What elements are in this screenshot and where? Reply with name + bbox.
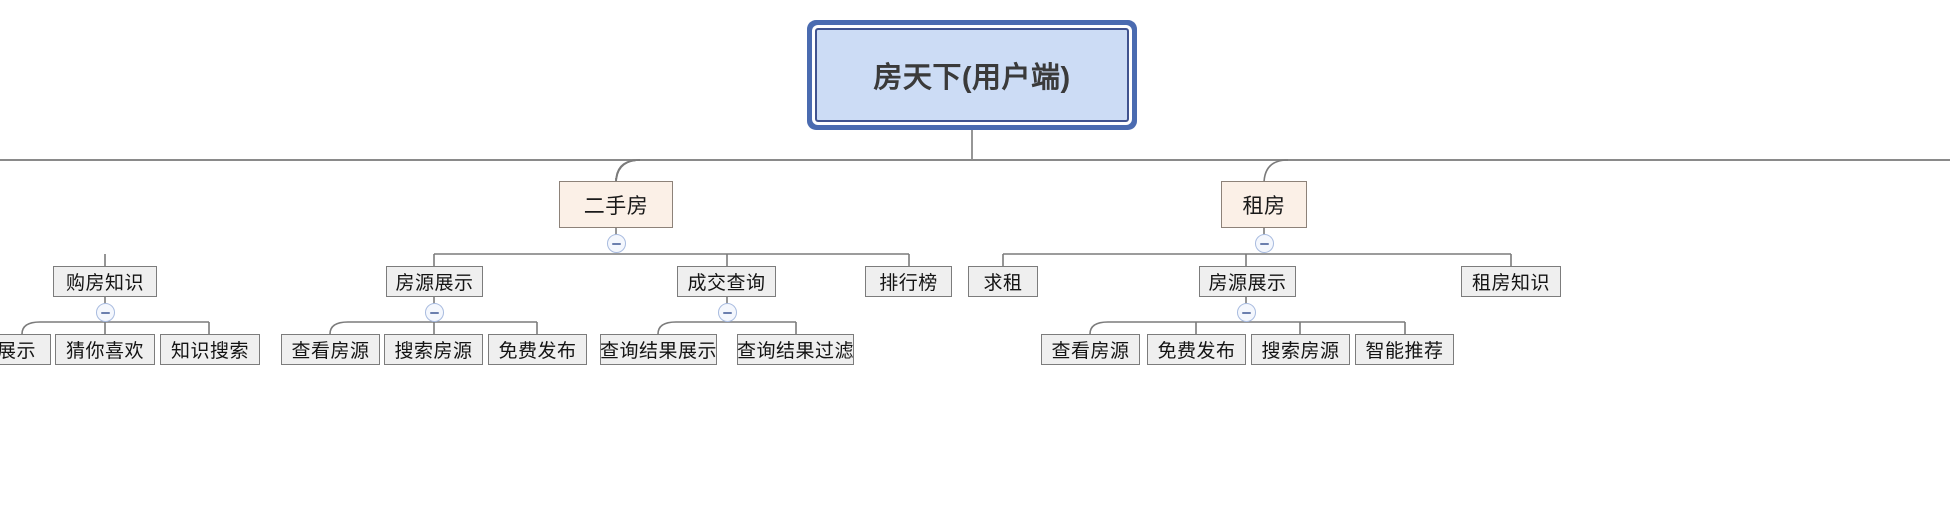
root-node-label: 房天下(用户端) [873, 62, 1071, 94]
node-ershoufang-label: 二手房 [583, 194, 649, 218]
leaf-node-cainixihuan[interactable]: 猜你喜欢 [55, 334, 155, 365]
collapse-toggle-goufangzhishi[interactable] [96, 303, 115, 322]
leaf-node-mianfeifabu-zf[interactable]: 免费发布 [1147, 334, 1246, 365]
node-goufangzhishi-label: 购房知识 [65, 273, 144, 294]
leaf-node-sousuofangyuan-zf-label: 搜索房源 [1261, 341, 1340, 362]
node-paihangbang-label: 排行榜 [879, 273, 938, 294]
minus-icon [430, 311, 439, 314]
node-ershoufang[interactable]: 二手房 [559, 181, 673, 228]
leaf-node-zhishisousuo[interactable]: 知识搜索 [160, 334, 260, 365]
leaf-node-chakanfangyuan-esf[interactable]: 查看房源 [281, 334, 380, 365]
leaf-node-zhishisousuo-label: 知识搜索 [170, 341, 249, 362]
node-zufang[interactable]: 租房 [1221, 181, 1307, 228]
root-node[interactable]: 房天下(用户端) [815, 28, 1129, 122]
leaf-node-zhanshi-label: 展示 [0, 341, 36, 362]
leaf-node-chakanfangyuan-zf-label: 查看房源 [1051, 341, 1130, 362]
node-qiuzu[interactable]: 求租 [968, 266, 1038, 297]
minus-icon [612, 242, 621, 245]
collapse-toggle-fangyuanzhanshi-zf[interactable] [1237, 303, 1256, 322]
leaf-node-zhanshi[interactable]: 展示 [0, 334, 51, 365]
collapse-toggle-fangyuanzhanshi-esf[interactable] [425, 303, 444, 322]
leaf-node-zhinengtuijian-label: 智能推荐 [1365, 341, 1444, 362]
node-fangyuanzhanshi-zf-label: 房源展示 [1208, 273, 1287, 294]
node-paihangbang[interactable]: 排行榜 [865, 266, 952, 297]
node-qiuzu-label: 求租 [983, 273, 1023, 294]
node-zufang-label: 租房 [1242, 194, 1286, 218]
collapse-toggle-zufang[interactable] [1255, 234, 1274, 253]
leaf-node-sousuofangyuan-esf[interactable]: 搜索房源 [384, 334, 483, 365]
collapse-toggle-chengjiaochaxun[interactable] [718, 303, 737, 322]
leaf-node-cainixihuan-label: 猜你喜欢 [65, 341, 144, 362]
minus-icon [1260, 242, 1269, 245]
node-chengjiaochaxun-label: 成交查询 [687, 273, 766, 294]
leaf-node-chaxunjieguoguolv-label: 查询结果过滤 [737, 341, 855, 362]
node-goufangzhishi[interactable]: 购房知识 [53, 266, 157, 297]
node-chengjiaochaxun[interactable]: 成交查询 [677, 266, 776, 297]
collapse-toggle-ershoufang[interactable] [607, 234, 626, 253]
minus-icon [101, 311, 110, 314]
leaf-node-sousuofangyuan-esf-label: 搜索房源 [394, 341, 473, 362]
node-fangyuanzhanshi-zf[interactable]: 房源展示 [1199, 266, 1296, 297]
leaf-node-chakanfangyuan-zf[interactable]: 查看房源 [1041, 334, 1140, 365]
leaf-node-chaxunjieguoguolv[interactable]: 查询结果过滤 [737, 334, 854, 365]
leaf-node-chaxunjieguozhanshi[interactable]: 查询结果展示 [600, 334, 717, 365]
minus-icon [723, 311, 732, 314]
leaf-node-mianfeifabu-zf-label: 免费发布 [1157, 341, 1236, 362]
leaf-node-chaxunjieguozhanshi-label: 查询结果展示 [600, 341, 718, 362]
leaf-node-mianfeifabu-esf[interactable]: 免费发布 [488, 334, 587, 365]
leaf-node-mianfeifabu-esf-label: 免费发布 [498, 341, 577, 362]
node-zufangzhishi[interactable]: 租房知识 [1461, 266, 1561, 297]
leaf-node-chakanfangyuan-esf-label: 查看房源 [291, 341, 370, 362]
leaf-node-sousuofangyuan-zf[interactable]: 搜索房源 [1251, 334, 1350, 365]
node-fangyuanzhanshi-esf[interactable]: 房源展示 [386, 266, 483, 297]
node-fangyuanzhanshi-esf-label: 房源展示 [395, 273, 474, 294]
node-zufangzhishi-label: 租房知识 [1471, 273, 1550, 294]
leaf-node-zhinengtuijian[interactable]: 智能推荐 [1355, 334, 1454, 365]
minus-icon [1242, 311, 1251, 314]
